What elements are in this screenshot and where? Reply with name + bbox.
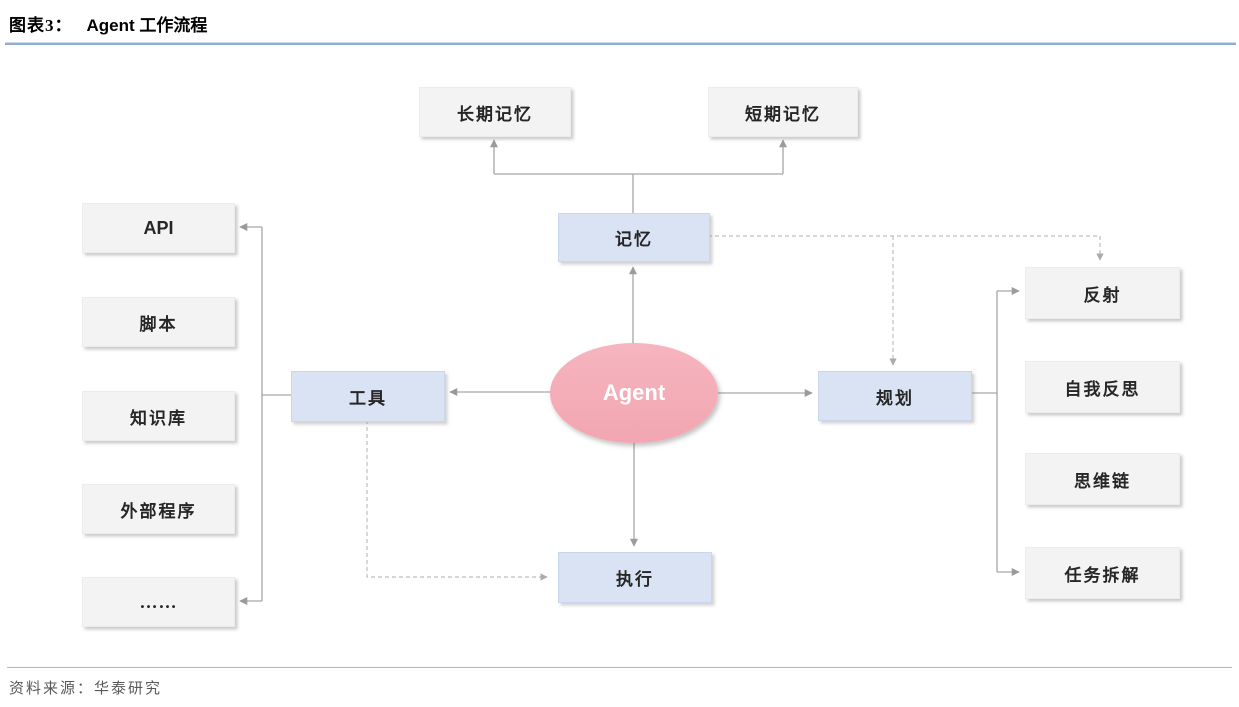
node-tool-api: API [82,203,235,253]
node-planning: 规划 [818,371,972,421]
node-planning-self-reflection: 自我反思 [1025,361,1180,413]
node-agent: Agent [550,343,718,443]
source-note: 资料来源：华泰研究 [9,681,163,697]
title-rule [5,42,1236,45]
node-tool-knowledge-base: 知识库 [82,391,235,441]
node-execute: 执行 [558,552,712,603]
footer-rule [7,667,1232,668]
node-tool-script: 脚本 [82,297,235,347]
node-planning-chain-of-thought: 思维链 [1025,453,1180,505]
figure-label: 图表3： [9,16,73,35]
node-tool-ellipsis: …… [82,577,235,627]
node-short-term-memory: 短期记忆 [708,87,858,137]
node-planning-reflection: 反射 [1025,267,1180,319]
node-planning-task-decomposition: 任务拆解 [1025,547,1180,599]
node-memory: 记忆 [558,213,710,262]
node-tools: 工具 [291,371,445,422]
node-long-term-memory: 长期记忆 [419,87,571,137]
node-tool-external-program: 外部程序 [82,484,235,534]
figure-title: 图表3： Agent 工作流程 [9,11,207,36]
agent-label: Agent [602,380,666,405]
figure-title-text: Agent 工作流程 [86,16,208,35]
